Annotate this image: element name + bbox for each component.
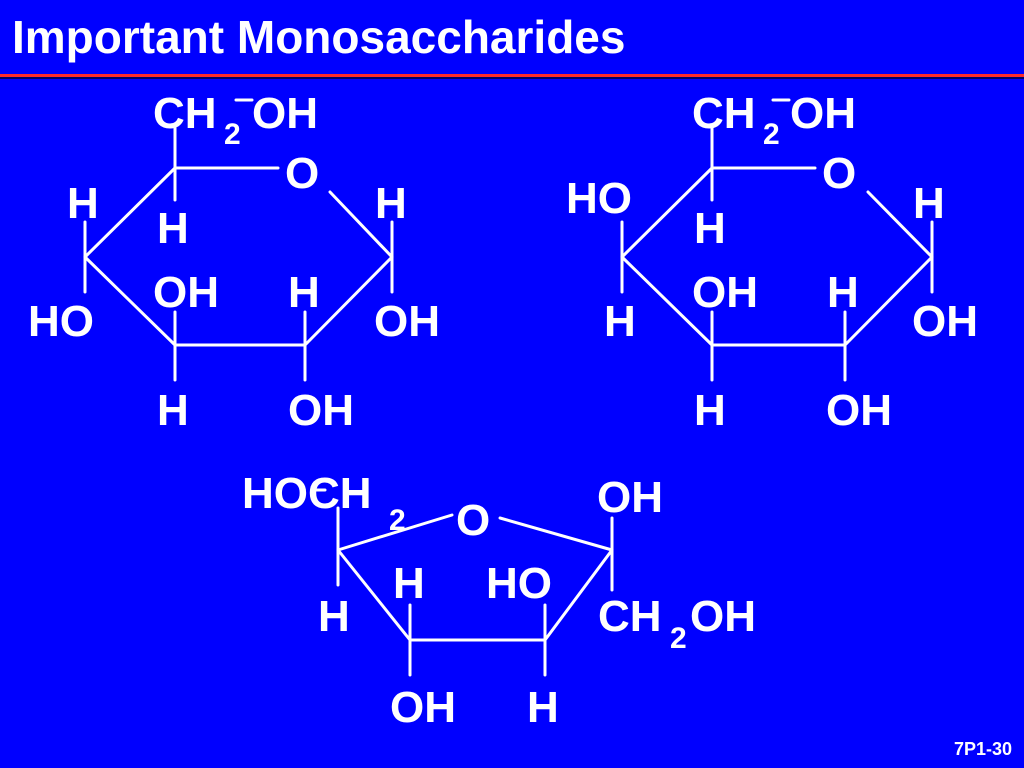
h-label: H xyxy=(288,268,320,317)
h-label: H xyxy=(694,204,726,253)
oh-label: OH xyxy=(252,89,318,138)
h-label: H xyxy=(157,386,189,435)
h-label: H xyxy=(527,683,559,732)
slide-title: Important Monosaccharides xyxy=(12,11,626,63)
bond xyxy=(83,166,177,259)
subscript-2: 2 xyxy=(670,622,687,655)
subscript-2: 2 xyxy=(763,118,780,151)
ch2-label: CH xyxy=(153,89,217,138)
h-label: H xyxy=(694,386,726,435)
h-label: H xyxy=(604,297,636,346)
h-label: H xyxy=(375,179,407,228)
bond xyxy=(843,255,934,347)
bond xyxy=(620,255,714,347)
oh-label: OH xyxy=(390,683,456,732)
hoch2-label: HOCH xyxy=(242,469,372,518)
ring-oxygen: O xyxy=(285,149,319,198)
h-label: H xyxy=(393,559,425,608)
oh-label: OH xyxy=(912,297,978,346)
oh-label: OH xyxy=(690,592,756,641)
oh-label: OH xyxy=(288,386,354,435)
bond xyxy=(543,548,614,642)
ring-oxygen: O xyxy=(822,149,856,198)
right-pyranose-bonds xyxy=(620,98,934,382)
h-label: H xyxy=(827,268,859,317)
bond xyxy=(336,513,454,552)
subscript-2: 2 xyxy=(224,118,241,151)
title-underline xyxy=(0,74,1024,77)
ho-label: HO xyxy=(28,297,94,346)
left-pyranose-bonds xyxy=(83,98,394,382)
right-pyranose-labels: CH 2 OH O HO H H H OH H OH H OH xyxy=(566,89,978,435)
bond xyxy=(336,548,412,642)
bond xyxy=(866,190,934,259)
title-underline-shadow xyxy=(0,77,1024,79)
oh-label: OH xyxy=(153,268,219,317)
oh-label: OH xyxy=(826,386,892,435)
ch2-label: CH xyxy=(598,592,662,641)
ho-label: HO xyxy=(486,559,552,608)
h-label: H xyxy=(157,204,189,253)
oh-label: OH xyxy=(374,297,440,346)
left-pyranose-labels: CH 2 OH O H H H HO OH H OH H OH xyxy=(28,89,440,435)
h-label: H xyxy=(67,179,99,228)
ch2-label: CH xyxy=(692,89,756,138)
bond xyxy=(328,190,394,259)
slide-number: 7P1-30 xyxy=(953,739,1012,759)
oh-label: OH xyxy=(597,473,663,522)
subscript-2: 2 xyxy=(389,504,406,537)
bond xyxy=(303,255,394,347)
bond xyxy=(620,166,714,259)
furanose-bonds xyxy=(313,488,614,677)
bond xyxy=(498,516,614,552)
h-label: H xyxy=(913,179,945,228)
h-label: H xyxy=(318,592,350,641)
oh-label: OH xyxy=(692,268,758,317)
furanose-labels: HOCH 2 O OH H HO H CH 2 OH OH H xyxy=(242,469,756,732)
ring-oxygen: O xyxy=(456,496,490,545)
bond xyxy=(83,255,177,347)
ho-label: HO xyxy=(566,174,632,223)
oh-label: OH xyxy=(790,89,856,138)
